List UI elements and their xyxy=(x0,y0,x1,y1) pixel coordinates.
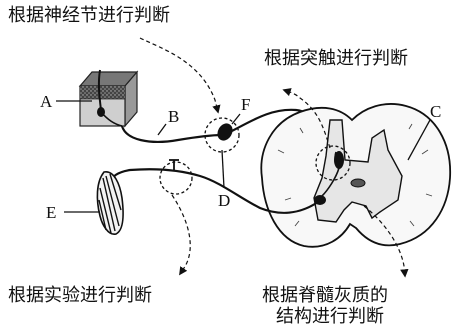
label-c: C xyxy=(430,102,441,121)
effector-muscle-e xyxy=(97,172,123,234)
experiment-highlight-circle xyxy=(160,162,192,194)
label-f: F xyxy=(241,95,250,114)
arrow-experiment-caption xyxy=(172,195,190,274)
label-e: E xyxy=(46,203,56,222)
label-a: A xyxy=(40,92,53,111)
label-b: B xyxy=(168,107,179,126)
leader-d xyxy=(222,150,224,188)
afferent-nerve-fiber xyxy=(122,126,222,142)
spinal-cord-section xyxy=(261,104,450,247)
skin-block xyxy=(80,70,137,126)
leader-f xyxy=(232,114,240,124)
leader-b xyxy=(158,124,166,135)
label-d: D xyxy=(218,191,230,210)
arrow-ganglion-caption xyxy=(140,38,218,112)
